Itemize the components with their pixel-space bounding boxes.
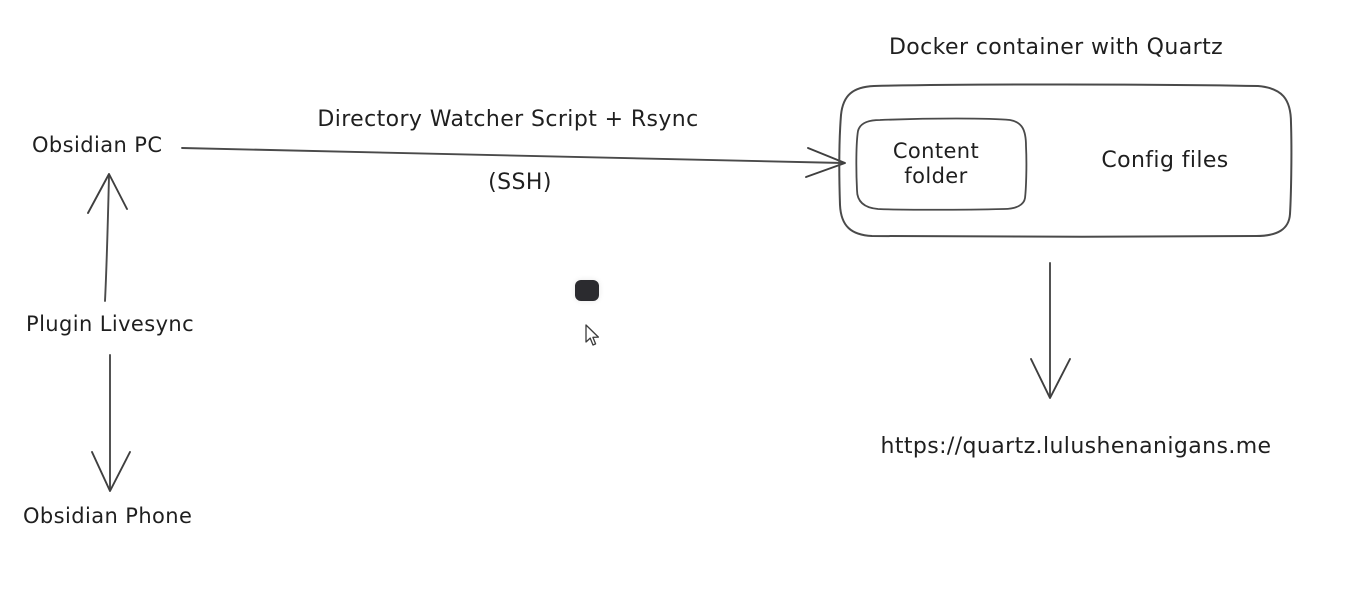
node-label-published-url: https://quartz.lulushenanigans.me xyxy=(880,434,1272,459)
edge-pc-phone-down xyxy=(91,354,131,492)
docker-container-box xyxy=(838,83,1293,238)
edge-pc-to-container xyxy=(181,147,846,178)
edge-container-to-url xyxy=(1030,262,1071,399)
edge-label-ssh: (SSH) xyxy=(488,170,552,195)
content-folder-line-2: folder xyxy=(904,164,968,188)
edge-pc-phone-up xyxy=(87,173,128,302)
edge-label-watcher-script: Directory Watcher Script + Rsync xyxy=(317,107,699,132)
content-folder-box xyxy=(855,117,1028,211)
node-label-obsidian-pc: Obsidian PC xyxy=(32,133,163,157)
mouse-pointer-icon xyxy=(585,324,600,346)
selection-handle-icon[interactable] xyxy=(575,280,599,301)
node-label-config-files: Config files xyxy=(1101,148,1229,174)
node-label-obsidian-phone: Obsidian Phone xyxy=(23,504,193,528)
edge-label-plugin-livesync: Plugin Livesync xyxy=(26,312,195,336)
group-label-docker-container: Docker container with Quartz xyxy=(888,35,1224,60)
content-folder-line-1: Content xyxy=(892,139,980,164)
